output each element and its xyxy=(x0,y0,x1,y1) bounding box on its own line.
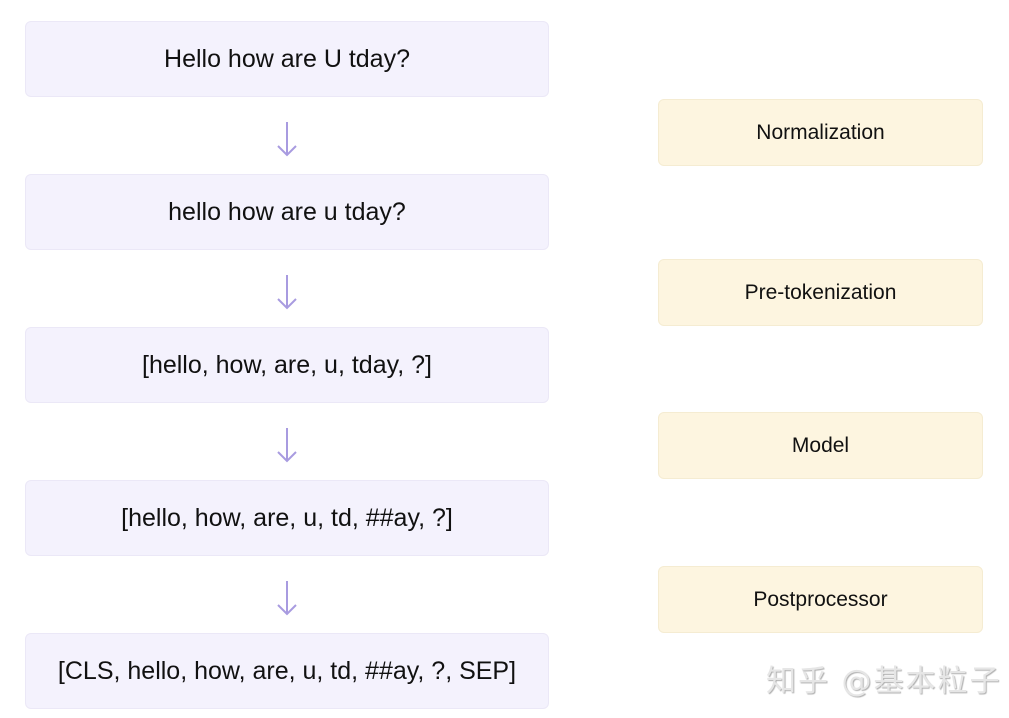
stage-label: Normalization xyxy=(756,120,885,144)
step-text: hello how are u tday? xyxy=(168,197,406,226)
step-text: [CLS, hello, how, are, u, td, ##ay, ?, S… xyxy=(57,656,517,685)
step-normalized-text: hello how are u tday? xyxy=(25,174,549,250)
stage-model: Model xyxy=(658,412,983,479)
step-model-tokens: [hello, how, are, u, td, ##ay, ?] xyxy=(25,480,549,556)
step-text: [hello, how, are, u, td, ##ay, ?] xyxy=(121,503,453,532)
stage-normalization: Normalization xyxy=(658,99,983,166)
watermark: 知乎 @基本粒子 xyxy=(766,664,1002,699)
stage-label: Postprocessor xyxy=(753,587,888,611)
step-input-text: Hello how are U tday? xyxy=(25,21,549,97)
down-arrow-icon xyxy=(277,275,297,310)
down-arrow-icon xyxy=(277,122,297,157)
down-arrow-icon xyxy=(277,581,297,616)
step-pretokenized: [hello, how, are, u, tday, ?] xyxy=(25,327,549,403)
step-text: Hello how are U tday? xyxy=(164,44,410,73)
stage-pre-tokenization: Pre-tokenization xyxy=(658,259,983,326)
step-postprocessed-tokens: [CLS, hello, how, are, u, td, ##ay, ?, S… xyxy=(25,633,549,709)
down-arrow-icon xyxy=(277,428,297,463)
stage-label: Pre-tokenization xyxy=(744,280,897,304)
stage-postprocessor: Postprocessor xyxy=(658,566,983,633)
step-text: [hello, how, are, u, tday, ?] xyxy=(142,350,432,379)
stage-label: Model xyxy=(791,433,850,457)
